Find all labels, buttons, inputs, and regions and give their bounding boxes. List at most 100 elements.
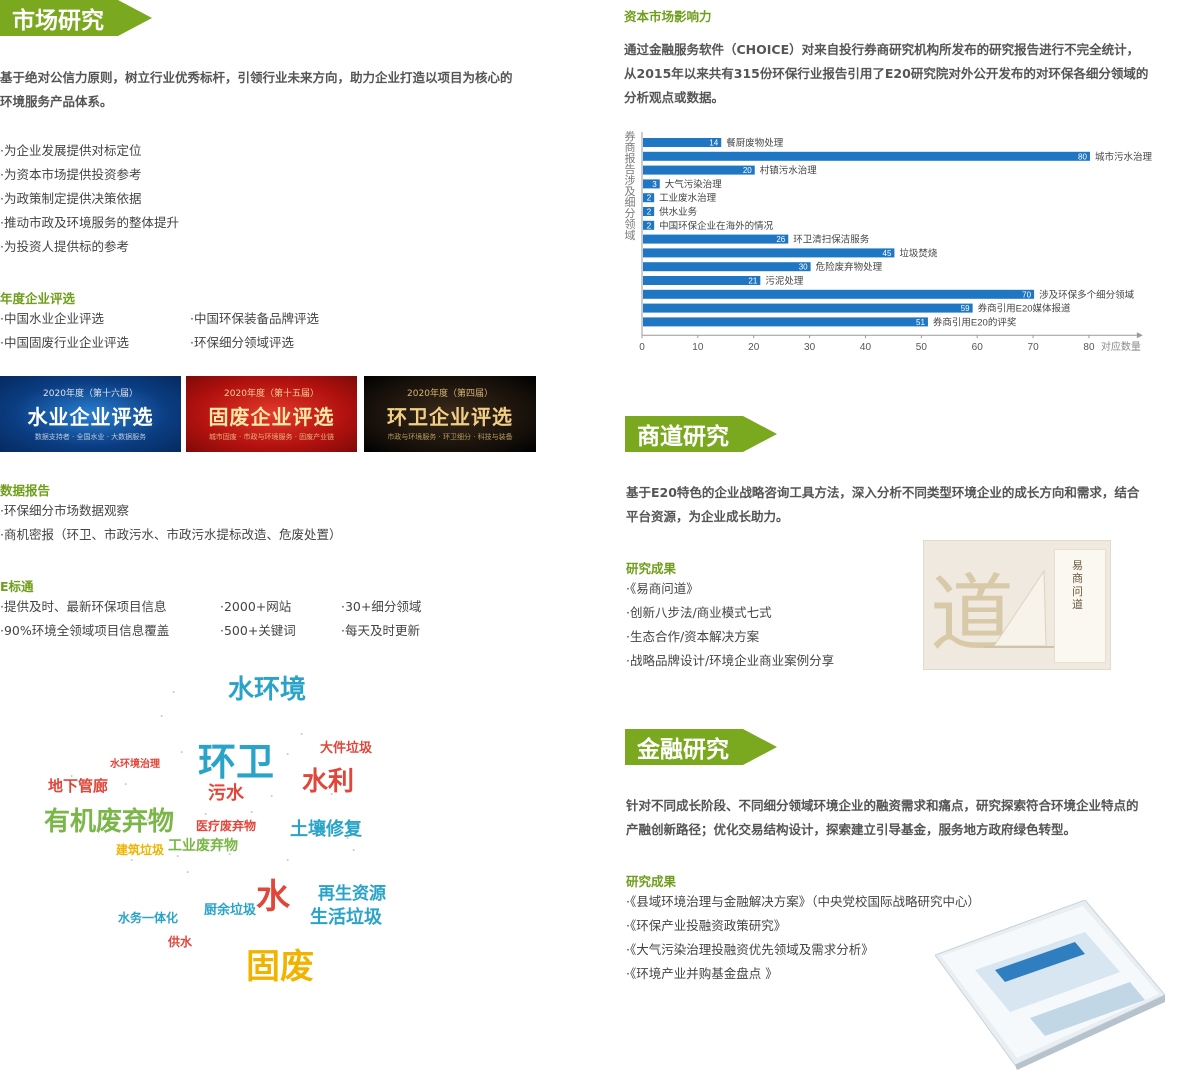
word-cloud-dot: · [176, 849, 180, 863]
banner-caption: 市政与环境服务 · 环卫细分 · 科技与装备 [387, 433, 513, 441]
list-item: ·《大气污染治理投融资优先领域及需求分析》 [626, 942, 874, 957]
word-cloud-word: 污水 [208, 783, 244, 803]
list-item: ·创新八步法/商业模式七式 [626, 605, 772, 620]
word-cloud-dot: · [228, 847, 232, 861]
x-tick-label: 80 [1083, 342, 1095, 353]
list-item: ·500+关键词 [220, 623, 296, 638]
bar [643, 276, 761, 285]
list-item: ·2000+网站 [220, 599, 292, 614]
word-cloud-dot: · [346, 831, 350, 845]
bar [643, 179, 660, 189]
annual-selection-col2: ·中国环保装备品牌评选 ·环保细分领域评选 [190, 307, 319, 355]
word-cloud-dot: · [130, 853, 134, 867]
x-tick-label: 0 [639, 342, 645, 353]
water-selection-banner: 2020年度（第十六届） 水业企业评选 数据支持者 · 全国水业 · 大数据服务 [0, 376, 181, 452]
bar [643, 207, 655, 216]
bar-category-label: 大气污染治理 [665, 178, 723, 190]
yishang-wendao-book-image: 道 易商问道 [923, 540, 1111, 670]
word-cloud-word: 水环境 [228, 674, 307, 704]
word-cloud-dot: · [124, 777, 128, 791]
intro-line-1: 基于绝对公信力原则，树立行业优秀标杆，引领行业未来方向，助力企业打造以项目为核心… [0, 70, 513, 85]
banner-caption: 数据支持者 · 全国水业 · 大数据服务 [34, 433, 147, 441]
word-cloud-dot: · [186, 865, 190, 879]
finance-header: 金融研究 [625, 729, 777, 765]
bar-value-label: 80 [1078, 152, 1087, 161]
bar-category-label: 餐厨废物处理 [726, 137, 784, 149]
word-cloud-word: 厨余垃圾 [204, 902, 257, 917]
bar-category-label: 垃圾焚烧 [899, 247, 938, 259]
shangdao-line-2: 平台资源，为企业成长助力。 [626, 509, 789, 524]
list-item: ·中国固废行业企业评选 [0, 335, 129, 350]
word-cloud-word: 水务一体化 [118, 911, 179, 925]
bar-value-label: 20 [743, 166, 752, 175]
finance-results-list: ·《县域环境治理与金融解决方案》（中央党校国际战略研究中心） ·《环保产业投融资… [626, 890, 980, 986]
bar-category-label: 券商引用E20媒体报道 [978, 303, 1071, 315]
word-cloud-dot: · [204, 807, 208, 821]
x-tick-label: 40 [860, 342, 872, 353]
bar-value-label: 2 [647, 208, 652, 217]
bar-category-label: 危险废弃物处理 [816, 261, 883, 273]
banner-subtitle: 2020年度（第四届） [407, 389, 493, 399]
ebiaotong-col2: ·2000+网站 ·500+关键词 [220, 595, 296, 643]
list-item: ·提供及时、最新环保项目信息 [0, 599, 167, 614]
word-cloud-dot: · [160, 709, 164, 723]
list-item: ·《环境产业并购基金盘点 》 [626, 966, 778, 981]
book-title: 易商问道 [1072, 559, 1083, 611]
bar [643, 151, 1090, 161]
ppp-report-book-image [935, 900, 1165, 1070]
data-report-list: ·环保细分市场数据观察 ·商机密报（环卫、市政污水、市政污水提标改造、危废处置） [0, 499, 341, 547]
x-tick-label: 20 [748, 342, 760, 353]
word-cloud-word: 工业废弃物 [168, 837, 238, 853]
x-tick-label: 50 [916, 342, 928, 353]
shangdao-intro: 基于E20特色的企业战略咨询工具方法，深入分析不同类型环境企业的成长方向和需求，… [626, 481, 1190, 529]
word-cloud-word: 地下管廊 [48, 778, 109, 795]
bar-category-label: 环卫清扫保洁服务 [793, 234, 870, 246]
bar-value-label: 51 [916, 318, 925, 327]
list-item: ·中国环保装备品牌评选 [190, 311, 319, 326]
word-cloud-word: 再生资源 [318, 884, 386, 903]
capital-influence-heading: 资本市场影响力 [624, 9, 712, 24]
annual-selection-heading: 年度企业评选 [0, 291, 76, 306]
word-cloud-word: 水 [256, 878, 290, 916]
list-item: ·战略品牌设计/环境企业商业案例分享 [626, 653, 835, 668]
shangdao-results-heading: 研究成果 [626, 561, 677, 576]
bar [643, 138, 722, 147]
data-report-heading: 数据报告 [0, 483, 51, 498]
word-cloud-dot: · [286, 747, 290, 761]
capital-line-3: 分析观点或数据。 [624, 90, 725, 105]
shangdao-title: 商道研究 [625, 416, 777, 452]
bar-category-label: 城市污水治理 [1095, 151, 1153, 163]
finance-results-heading: 研究成果 [626, 874, 677, 889]
list-item: ·生态合作/资本解决方案 [626, 629, 760, 644]
x-axis-label: 对应数量 [1101, 340, 1141, 353]
bar-category-label: 涉及环保多个细分领域 [1039, 289, 1135, 301]
bar [643, 303, 973, 313]
market-research-intro: 基于绝对公信力原则，树立行业优秀标杆，引领行业未来方向，助力企业打造以项目为核心… [0, 66, 580, 114]
x-axis-arrow [1136, 332, 1143, 339]
bar [643, 193, 655, 203]
bar-value-label: 2 [647, 194, 652, 203]
bar-value-label: 26 [776, 235, 785, 244]
intro-line-2: 环境服务产品体系。 [0, 94, 113, 109]
capital-influence-text: 通过金融服务软件（CHOICE）对来自投行券商研究机构所发布的研究报告进行不完全… [624, 38, 1190, 110]
shangdao-header: 商道研究 [625, 416, 777, 452]
bar [643, 248, 895, 258]
word-cloud-word: 水环境治理 [110, 759, 160, 770]
annual-selection-col1: ·中国水业企业评选 ·中国固废行业企业评选 [0, 307, 129, 355]
word-cloud-word: 大件垃圾 [320, 740, 373, 755]
bar-value-label: 59 [961, 304, 970, 313]
list-item: ·《环保产业投融资政策研究》 [626, 918, 787, 933]
list-item: ·《县域环境治理与金融解决方案》（中央党校国际战略研究中心） [626, 894, 980, 909]
list-item: ·每天及时更新 [341, 623, 420, 638]
bar-category-label: 券商引用E20的评奖 [933, 316, 1017, 328]
word-cloud-word: 有机废弃物 [44, 806, 175, 836]
ebiaotong-col1: ·提供及时、最新环保项目信息 ·90%环境全领域项目信息覆盖 [0, 595, 169, 643]
banner-caption: 城市固废 · 市政与环境服务 · 固废产业链 [208, 433, 335, 441]
x-tick-label: 30 [804, 342, 816, 353]
ebiaotong-heading: E标通 [0, 579, 34, 594]
word-cloud-word: 环卫 [198, 742, 275, 784]
bar-value-label: 14 [709, 139, 718, 148]
shangdao-line-1: 基于E20特色的企业战略咨询工具方法，深入分析不同类型环境企业的成长方向和需求，… [626, 485, 1140, 500]
